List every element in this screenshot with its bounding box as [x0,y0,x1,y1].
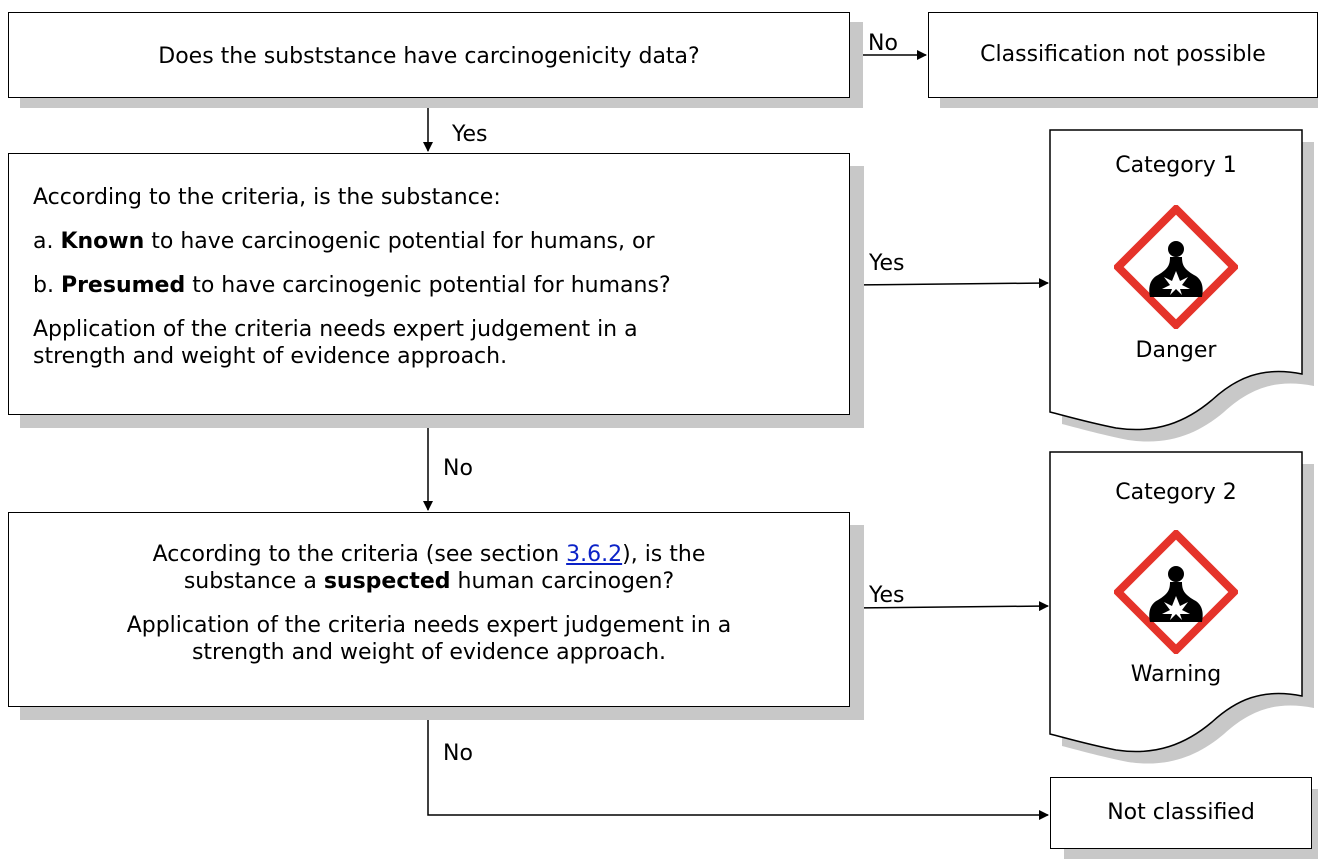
arrow-q2-yes [847,278,1049,289]
question-known-presumed: According to the criteria, is the substa… [8,153,850,415]
category-2-title: Category 2 [1115,480,1237,505]
yes-label-q3: Yes [869,583,905,608]
not-classified-text: Not classified [1107,800,1255,825]
no-label-q2: No [443,456,473,481]
yes-label-q1: Yes [452,122,488,147]
health-hazard-icon [1114,530,1238,654]
not-classified-box: Not classified [1050,777,1312,849]
q2-option-b: b. Presumed to have carcinogenic potenti… [33,273,671,298]
no-label-q1: No [868,31,898,56]
q3-line1: According to the criteria (see section 3… [152,542,706,567]
q2-note-line2: strength and weight of evidence approach… [33,344,508,369]
question-suspected: According to the criteria (see section 3… [8,512,850,707]
q1-text: Does the subststance have carcinogenicit… [158,44,700,69]
question-carcinogenicity-data: Does the subststance have carcinogenicit… [8,12,850,98]
not-possible-text: Classification not possible [980,42,1266,67]
category-1-title: Category 1 [1115,153,1237,178]
no-label-q3: No [443,741,473,766]
category-2-signal-word: Warning [1130,662,1222,687]
q3-note-line2: strength and weight of evidence approach… [191,640,667,665]
q2-note-line1: Application of the criteria needs expert… [33,317,638,342]
yes-label-q2: Yes [869,251,905,276]
section-3-6-2-link[interactable]: 3.6.2 [566,542,623,567]
q3-note-line1: Application of the criteria needs expert… [126,613,732,638]
classification-not-possible-box: Classification not possible [928,12,1318,98]
health-hazard-icon [1114,205,1238,329]
q2-option-a: a. Known to have carcinogenic potential … [33,229,655,254]
q2-intro: According to the criteria, is the substa… [33,185,501,210]
arrow-q3-no [427,707,1049,820]
q3-line2: substance a suspected human carcinogen? [183,569,675,594]
arrow-q3-yes [847,601,1049,612]
category-1-signal-word: Danger [1135,338,1217,363]
